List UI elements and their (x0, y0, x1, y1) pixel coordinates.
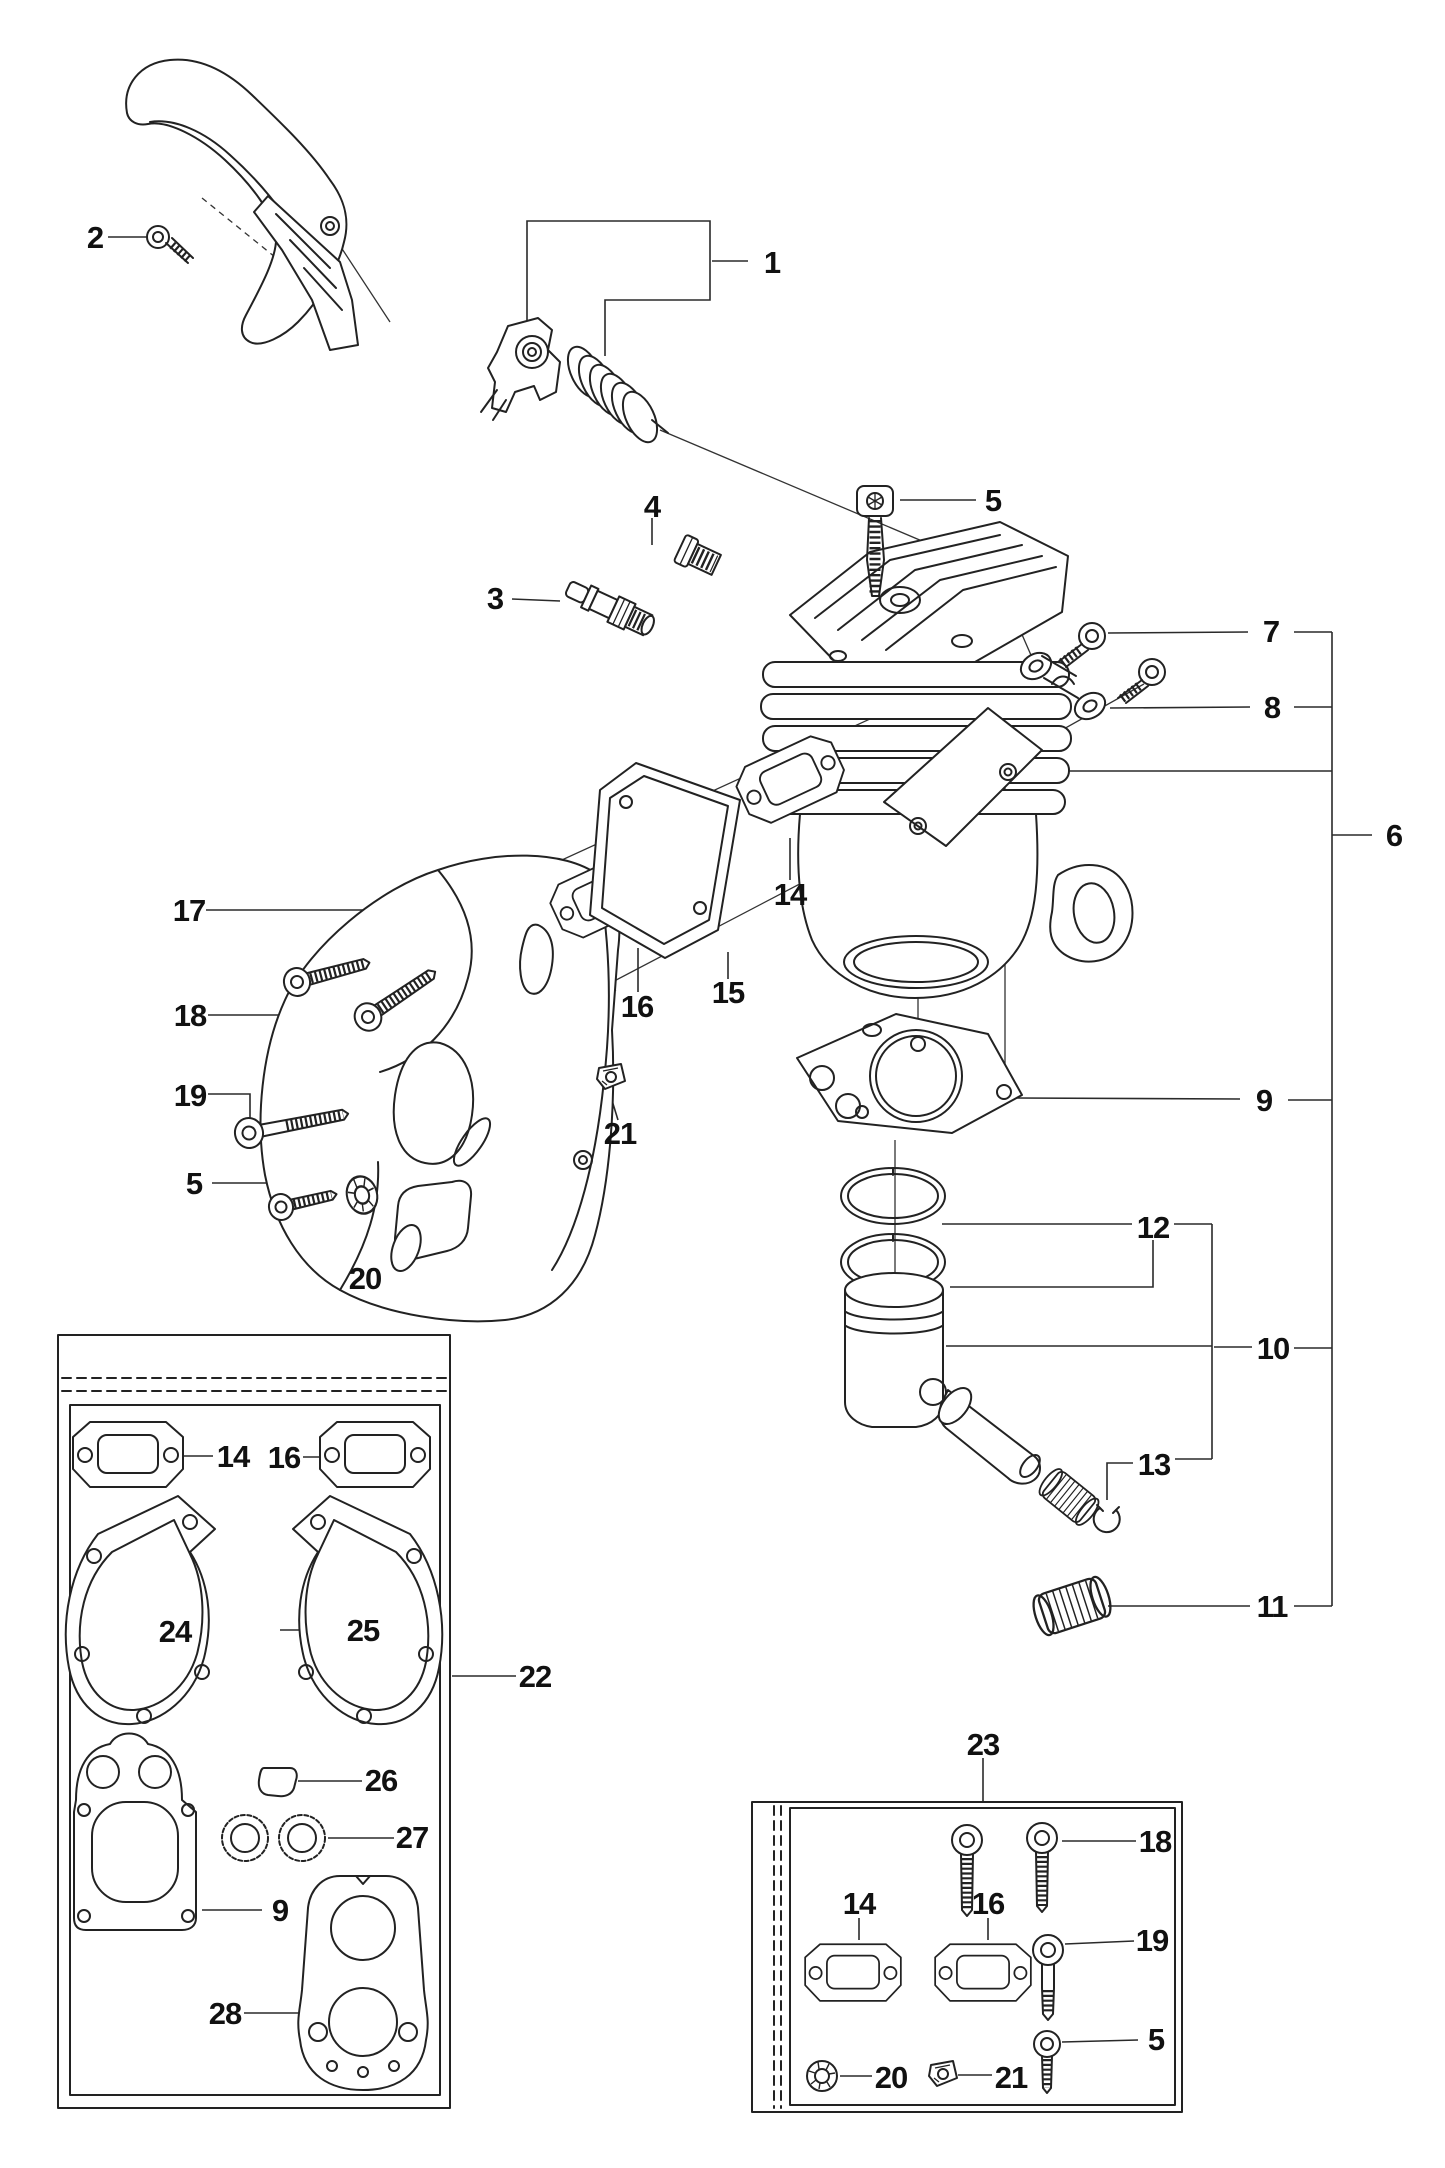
callout-20-mid: 20 (349, 1261, 381, 1296)
part-handle-heat-shield (253, 195, 359, 351)
callout-19-mid: 19 (174, 1078, 207, 1113)
callout-5-mid: 5 (186, 1166, 203, 1201)
callout-16-kit23: 16 (972, 1886, 1005, 1921)
part-plug-7 (1057, 622, 1106, 668)
part-screw-19 (233, 1108, 350, 1149)
muffler-teardrop-hole-1 (519, 923, 554, 995)
muffler-exhaust-tube (390, 1179, 473, 1272)
cylinder-exhaust-flange (883, 707, 1043, 847)
part-wrist-pin (937, 1387, 1041, 1485)
part-needle-bearing-11 (1028, 1573, 1116, 1639)
kit-screw-5 (1033, 2030, 1061, 2094)
callout-9-right: 9 (1256, 1083, 1273, 1118)
callout-9-kit22: 9 (272, 1893, 289, 1928)
callout-21-kit23: 21 (995, 2060, 1028, 2095)
callout-4: 4 (644, 489, 662, 524)
part-screw-5-top (856, 485, 894, 597)
kit-screw-18a (951, 1824, 983, 1917)
callout-22: 22 (519, 1659, 551, 1694)
callout-17: 17 (173, 893, 205, 928)
gasket-kit-box-22 (57, 1334, 451, 2109)
callout-19-kit23: 19 (1136, 1923, 1169, 1958)
part-bracket-strap (1019, 651, 1107, 721)
part-decomp-valve-3 (564, 581, 655, 637)
callout-5-kit23: 5 (1148, 2022, 1165, 2057)
callout-15: 15 (712, 975, 745, 1010)
kit-washer-20 (806, 2060, 838, 2092)
part-base-gasket-9 (796, 1013, 1023, 1134)
callout-25: 25 (347, 1613, 380, 1648)
kit-screw-18b (1026, 1822, 1058, 1913)
callout-5-top: 5 (985, 483, 1002, 518)
callout-28: 28 (209, 1996, 242, 2031)
callout-13: 13 (1138, 1447, 1171, 1482)
callout-16-kit22: 16 (268, 1440, 301, 1475)
callout-1: 1 (764, 245, 781, 280)
leader-lines (100, 220, 1372, 2077)
part-plug-8 (1117, 658, 1166, 704)
callout-3: 3 (487, 581, 504, 616)
part-screw-5-muffler (267, 1189, 338, 1221)
kit-gasket-24 (64, 1495, 217, 1726)
muffler-teardrop-hole-2 (392, 1041, 474, 1165)
cylinder-head-top (789, 521, 1069, 673)
callout-26: 26 (365, 1763, 398, 1798)
part-needle-bearing-small (1034, 1464, 1104, 1530)
kit-screw-19 (1032, 1934, 1064, 2021)
callout-18-kit23: 18 (1139, 1824, 1172, 1859)
part-latch-lever (480, 317, 561, 421)
callout-24: 24 (159, 1614, 193, 1649)
part-screw-17 (282, 958, 371, 997)
kit-gasket-14b (804, 1943, 902, 2002)
callout-2: 2 (87, 220, 103, 255)
cylinder-intake-boot (1049, 863, 1134, 963)
kit-gasket-9 (73, 1732, 197, 1931)
hardware-kit-box-23 (751, 1801, 1183, 2113)
part-circlip-13 (1092, 1504, 1121, 1534)
part-plug-4 (673, 534, 722, 576)
part-piston-rings-12 (840, 1167, 946, 1291)
part-cooling-plate-15 (589, 762, 741, 959)
kit-gasket-14 (72, 1421, 184, 1488)
callout-18-mid: 18 (174, 998, 207, 1033)
callout-6: 6 (1386, 818, 1403, 853)
callout-20-kit23: 20 (875, 2060, 907, 2095)
callout-10: 10 (1257, 1331, 1289, 1366)
callout-14-kit22: 14 (217, 1439, 251, 1474)
kit-gasket-28 (297, 1875, 429, 2091)
callout-14-mid: 14 (774, 877, 808, 912)
callout-27: 27 (396, 1820, 428, 1855)
part-screw-2 (146, 225, 194, 264)
callout-23: 23 (967, 1727, 1000, 1762)
callout-7: 7 (1263, 614, 1279, 649)
part-piston-10 (844, 1272, 947, 1428)
kit-seals-27 (221, 1814, 326, 1862)
callout-14-kit23: 14 (843, 1886, 877, 1921)
callout-labels: 2 1 5 4 3 7 8 6 14 17 15 16 18 19 9 21 5… (87, 220, 1404, 2095)
callout-11: 11 (1257, 1589, 1289, 1624)
callout-8: 8 (1264, 690, 1281, 725)
part-nut-21 (596, 1063, 626, 1090)
kit-nut-21 (928, 2060, 958, 2087)
kit-gasket-26 (257, 1767, 298, 1798)
part-spring-1 (566, 345, 669, 444)
callout-12: 12 (1137, 1210, 1169, 1245)
kit-gasket-16b (934, 1943, 1032, 2002)
kit-gasket-16 (319, 1421, 431, 1488)
callout-21-mid: 21 (604, 1116, 637, 1151)
callout-16-mid: 16 (621, 989, 654, 1024)
kit-gasket-25 (291, 1495, 444, 1726)
